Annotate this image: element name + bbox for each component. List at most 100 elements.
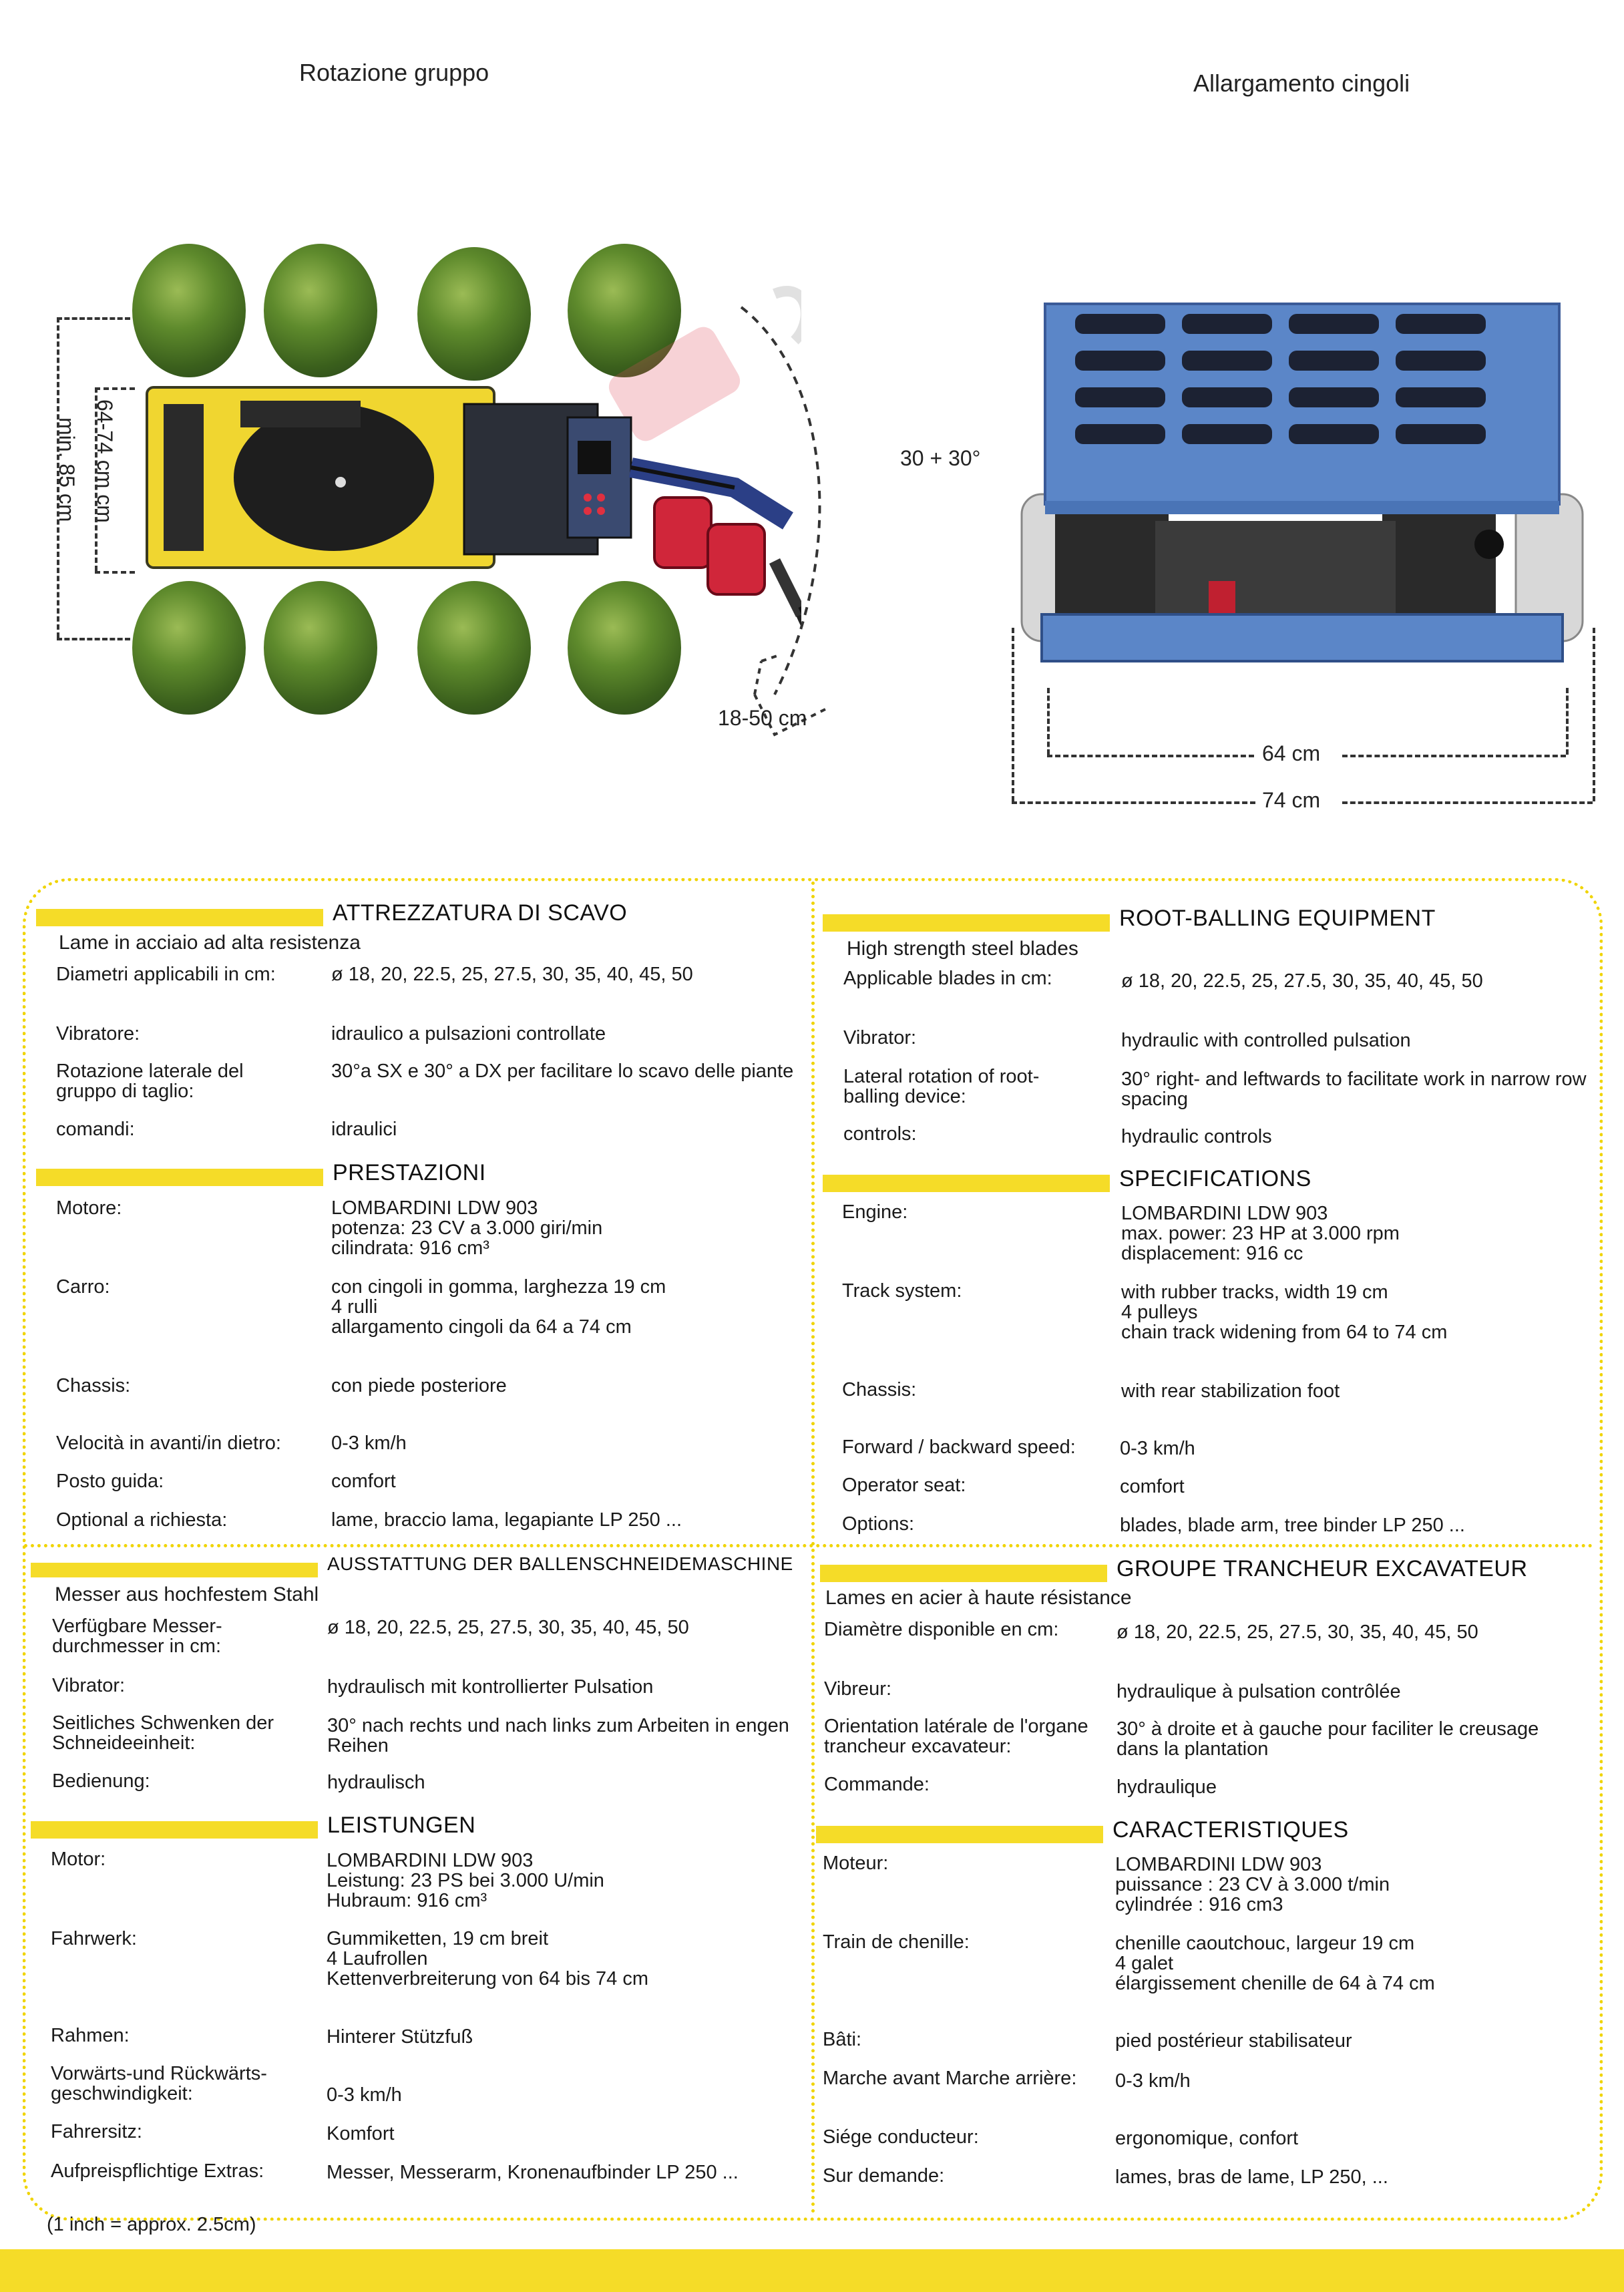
section-header: SPECIFICATIONS — [823, 1165, 1311, 1192]
spec-label: Engine: — [842, 1201, 908, 1223]
spec-value: LOMBARDINI LDW 903 Leistung: 23 PS bei 3… — [327, 1850, 604, 1911]
spec-value: hydraulic controls — [1121, 1126, 1272, 1147]
spec-label: Diamètre disponible en cm: — [824, 1619, 1059, 1640]
spec-label: Chassis: — [842, 1379, 917, 1400]
spec-label: Sur demande: — [823, 2165, 945, 2186]
spec-value: LOMBARDINI LDW 903 puissance : 23 CV à 3… — [1115, 1854, 1390, 1915]
spec-value: LOMBARDINI LDW 903 max. power: 23 HP at … — [1121, 1203, 1400, 1264]
spec-value: Hinterer Stützfuß — [327, 2026, 473, 2048]
spec-label: comandi: — [56, 1119, 135, 1140]
section-title: GROUPE TRANCHEUR EXCAVATEUR — [1116, 1556, 1528, 1581]
section-title: ROOT-BALLING EQUIPMENT — [1119, 906, 1436, 931]
spec-label: Applicable blades in cm: — [843, 968, 1052, 989]
spec-value: 0-3 km/h — [331, 1432, 407, 1454]
spec-value: comfort — [1120, 1476, 1185, 1497]
spec-label: Rahmen: — [51, 2025, 130, 2046]
footnote: (1 inch = approx. 2.5cm) — [47, 2214, 256, 2235]
spec-value: con piede posteriore — [331, 1375, 507, 1396]
spec-value: with rubber tracks, width 19 cm 4 pulley… — [1121, 1282, 1448, 1343]
left-figure-caption: Rotazione gruppo — [299, 59, 489, 86]
intro-text: Lames en acier à haute résistance — [825, 1587, 1132, 1609]
bush-image — [132, 244, 246, 377]
spec-label: Velocità in avanti/in dietro: — [56, 1432, 281, 1454]
spec-label: Bedienung: — [52, 1770, 150, 1792]
spec-value: hydraulic with controlled pulsation — [1121, 1030, 1411, 1051]
spec-label: Chassis: — [56, 1375, 131, 1396]
section-header: CARACTERISTIQUES — [816, 1817, 1349, 1843]
spec-value: Gummiketten, 19 cm breit 4 Laufrollen Ke… — [327, 1928, 648, 1989]
spec-label: Motor: — [51, 1849, 106, 1870]
spec-label: Moteur: — [823, 1853, 889, 1874]
spec-value: ø 18, 20, 22.5, 25, 27.5, 30, 35, 40, 45… — [331, 964, 693, 985]
spec-value: idraulico a pulsazioni controllate — [331, 1023, 606, 1044]
spec-label: Orientation latérale de l'organe tranche… — [824, 1716, 1088, 1757]
spec-label: Verfügbare Messer-durchmesser in cm: — [52, 1615, 222, 1657]
bottom-accent-band — [0, 2249, 1624, 2292]
spec-label: Options: — [842, 1513, 914, 1535]
spec-value: ø 18, 20, 22.5, 25, 27.5, 30, 35, 40, 45… — [1116, 1621, 1478, 1643]
spec-value: 30° à droite et à gauche pour faciliter … — [1116, 1718, 1539, 1760]
bush-image — [417, 247, 531, 381]
section-title: LEISTUNGEN — [327, 1812, 476, 1838]
machine-rear-view — [1020, 303, 1584, 662]
spec-value: hydraulique à pulsation contrôlée — [1116, 1681, 1401, 1702]
spec-value: blades, blade arm, tree binder LP 250 ..… — [1120, 1515, 1465, 1536]
spec-value: 0-3 km/h — [1120, 1438, 1195, 1459]
section-title: CARACTERISTIQUES — [1112, 1817, 1349, 1843]
spec-label: Commande: — [824, 1774, 930, 1795]
spec-value: ø 18, 20, 22.5, 25, 27.5, 30, 35, 40, 45… — [1121, 970, 1483, 992]
spec-frame — [23, 878, 1603, 2221]
intro-text: Messer aus hochfestem Stahl — [55, 1583, 319, 1605]
spec-label: Vibrator: — [843, 1027, 917, 1048]
bush-image — [264, 581, 377, 715]
spec-value: pied postérieur stabilisateur — [1115, 2030, 1352, 2052]
section-title: PRESTAZIONI — [333, 1160, 486, 1185]
bush-image — [568, 581, 681, 715]
machine-top-view — [146, 286, 801, 627]
spec-value: 30° right- and leftwards to facilitate w… — [1121, 1069, 1587, 1110]
section-header: AUSSTATTUNG DER BALLENSCHNEIDEMASCHINE — [31, 1551, 793, 1577]
spec-label: Train de chenille: — [823, 1931, 970, 1953]
section-header: ATTREZZATURA DI SCAVO — [36, 900, 627, 926]
spec-value: 30°a SX e 30° a DX per facilitare lo sca… — [331, 1061, 794, 1082]
spec-label: Posto guida: — [56, 1471, 164, 1492]
spec-value: ergonomique, confort — [1115, 2128, 1299, 2149]
rotation-angle-label: 30 + 30° — [900, 446, 981, 470]
spec-value: 0-3 km/h — [1115, 2070, 1191, 2092]
spec-value: Messer, Messerarm, Kronenaufbinder LP 25… — [327, 2162, 739, 2183]
intro-text: High strength steel blades — [847, 938, 1078, 960]
outer-width-label: min. 85 cm — [55, 417, 79, 522]
spec-label: Seitliches Schwenken der Schneideeinheit… — [52, 1712, 274, 1754]
spec-value: 30° nach rechts und nach links zum Arbei… — [327, 1715, 789, 1756]
spec-value: hydraulisch mit kontrollierter Pulsation — [327, 1676, 654, 1698]
section-header: GROUPE TRANCHEUR EXCAVATEUR — [820, 1555, 1528, 1582]
spec-label: Aufpreispflichtige Extras: — [51, 2160, 264, 2182]
bush-image — [264, 244, 377, 377]
spec-value: con cingoli in gomma, larghezza 19 cm 4 … — [331, 1276, 666, 1338]
spec-value: with rear stabilization foot — [1121, 1380, 1340, 1402]
spec-label: Vibreur: — [824, 1678, 892, 1700]
spec-label: Marche avant Marche arrière: — [823, 2068, 1077, 2089]
bush-image — [132, 581, 246, 715]
spec-label: Operator seat: — [842, 1475, 966, 1496]
section-title: SPECIFICATIONS — [1119, 1166, 1311, 1191]
spec-label: Vorwärts-und Rückwärts-geschwindigkeit: — [51, 2063, 267, 2104]
spec-label: Vibratore: — [56, 1023, 140, 1044]
right-figure-caption: Allargamento cingoli — [1193, 69, 1410, 97]
spec-label: Track system: — [842, 1280, 962, 1302]
spec-value: comfort — [331, 1471, 396, 1492]
rotation-diagram: min. 85 cm 64-74 cm cm 30 + 30° 18-50 cm — [0, 0, 980, 768]
spec-label: Carro: — [56, 1276, 110, 1298]
spec-label: Optional a richiesta: — [56, 1509, 228, 1531]
spec-value: hydraulique — [1116, 1776, 1217, 1798]
section-title: AUSSTATTUNG DER BALLENSCHNEIDEMASCHINE — [327, 1553, 793, 1574]
spec-label: Diametri applicabili in cm: — [56, 964, 276, 985]
spec-label: Vibrator: — [52, 1675, 126, 1696]
spec-value: chenille caoutchouc, largeur 19 cm 4 gal… — [1115, 1933, 1435, 1994]
spec-label: Motore: — [56, 1197, 122, 1219]
section-header: ROOT-BALLING EQUIPMENT — [823, 905, 1436, 932]
spec-value: lames, bras de lame, LP 250, ... — [1115, 2166, 1388, 2188]
spec-label: Rotazione laterale del gruppo di taglio: — [56, 1061, 244, 1102]
spec-label: Forward / backward speed: — [842, 1437, 1076, 1458]
spec-label: Fahrersitz: — [51, 2121, 142, 2142]
